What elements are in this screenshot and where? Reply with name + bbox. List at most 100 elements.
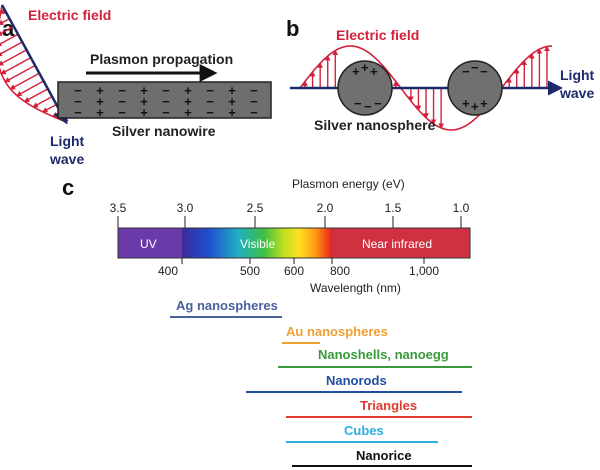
nanowire-charge: − [74,105,82,120]
silver-nanowire [57,81,272,119]
nanoshells-label: Nanoshells, nanoegg [318,347,449,362]
electric-field-label-b: Electric field [336,27,419,43]
field-arrow-a [4,64,36,83]
nanowire-charge: + [140,83,148,98]
uv-band [118,228,182,258]
light-wave-label-b-1: Light [560,67,595,83]
field-curve-a [0,4,67,123]
electric-field-wave-b [299,45,553,131]
nanowire-charge: − [206,105,214,120]
field-arrow-a [0,57,32,75]
nanorods-label: Nanorods [326,373,387,388]
nanowire-charge: − [250,83,258,98]
svg-text:−: − [480,64,488,79]
light-wave-label-a-1: Light [50,133,85,149]
field-arrow-a [32,96,53,108]
field-arrow-a [0,18,10,26]
field-arrow-a [0,25,15,36]
svg-text:+: + [352,64,360,79]
wavelength-tick-label: 800 [330,264,350,278]
svg-text:−: − [374,96,382,111]
nanorice-label: Nanorice [356,448,412,463]
cubes-label: Cubes [344,423,384,438]
nanowire-charge: + [184,105,192,120]
ag-nanospheres-label: Ag nanospheres [176,298,278,313]
nanowire-charge: + [96,94,104,109]
light-wave-arrow-a [0,4,68,125]
energy-tick-label: 3.5 [110,201,127,215]
nanowire-charge: + [228,94,236,109]
wavelength-axis: 400 500 600 800 1,000 Wavelength (nm) [158,258,439,295]
nanowire-charge: − [162,83,170,98]
field-arrow-a [16,80,44,97]
energy-tick-label: 3.0 [177,201,194,215]
near-infrared-band [332,228,470,258]
panel-a: a Electric field Plasmon propagation −−−… [0,4,272,167]
svg-text:−: − [471,60,479,75]
nanowire-charge: + [228,105,236,120]
wavelength-title: Wavelength (nm) [310,281,401,295]
energy-tick-label: 2.0 [317,201,334,215]
light-wave-label-b-2: wave [559,85,594,101]
wavelength-tick-label: 1,000 [409,264,439,278]
nanowire-charge: − [206,83,214,98]
svg-text:+: + [480,96,488,111]
nanosphere-right: −−− +++ [447,60,503,116]
nanowire-charge: + [96,83,104,98]
energy-tick-label: 1.5 [385,201,402,215]
svg-text:−: − [354,96,362,111]
field-arrow-a [0,41,23,57]
resonance-ranges: Ag nanospheres Au nanospheres Nanoshells… [170,298,472,467]
field-arrow-a [0,33,19,47]
visible-band [182,228,332,258]
uv-label: UV [140,237,157,251]
nanowire-charge: − [162,105,170,120]
plasmon-energy-title: Plasmon energy (eV) [292,177,405,191]
wavelength-tick-label: 500 [240,264,260,278]
silver-nanowire-label: Silver nanowire [112,123,216,139]
nanowire-charge: + [96,105,104,120]
au-nanospheres-label: Au nanospheres [286,324,388,339]
nanowire-charge: − [74,83,82,98]
svg-text:+: + [370,64,378,79]
wavelength-tick-label: 600 [284,264,304,278]
field-arrow-a [23,88,49,103]
nanowire-charge: − [74,94,82,109]
nanowire-charge: + [228,83,236,98]
near-infrared-label: Near infrared [362,237,432,251]
field-curve-b [299,45,553,131]
svg-text:−: − [462,64,470,79]
nanowire-charges: −−−+++−−−+++−−−+++−−−+++−−− [74,83,258,120]
electric-field-label-a: Electric field [28,7,111,23]
nanowire-charge: − [118,94,126,109]
silver-nanosphere-label: Silver nanosphere [314,117,436,133]
nanowire-charge: − [118,105,126,120]
field-arrow-a [41,103,57,113]
field-arrow-a [0,49,27,66]
visible-label: Visible [240,237,275,251]
energy-tick-label: 2.5 [247,201,264,215]
nanowire-charge: + [184,83,192,98]
spectrum-bar: UV Visible Near infrared [117,227,471,259]
energy-tick-label: 1.0 [453,201,470,215]
nanowire-charge: + [140,105,148,120]
panel-b: b Electric field +++ −−− −−− +++ Silver … [286,16,595,133]
triangles-label: Triangles [360,398,417,413]
nanosphere-left: +++ −−− [337,60,393,116]
plasmon-propagation-label: Plasmon propagation [90,51,233,67]
panel-c-letter: c [62,175,74,200]
nanowire-charge: − [162,94,170,109]
field-arrow-a [9,72,40,90]
nanowire-charge: − [250,94,258,109]
nanowire-charge: − [250,105,258,120]
panel-b-letter: b [286,16,299,41]
nanowire-charge: − [206,94,214,109]
nanowire-charge: − [118,83,126,98]
wavelength-tick-label: 400 [158,264,178,278]
svg-text:+: + [471,99,479,114]
svg-text:+: + [462,96,470,111]
nanowire-charge: + [184,94,192,109]
light-wave-label-a-2: wave [49,151,84,167]
svg-text:−: − [364,99,372,114]
